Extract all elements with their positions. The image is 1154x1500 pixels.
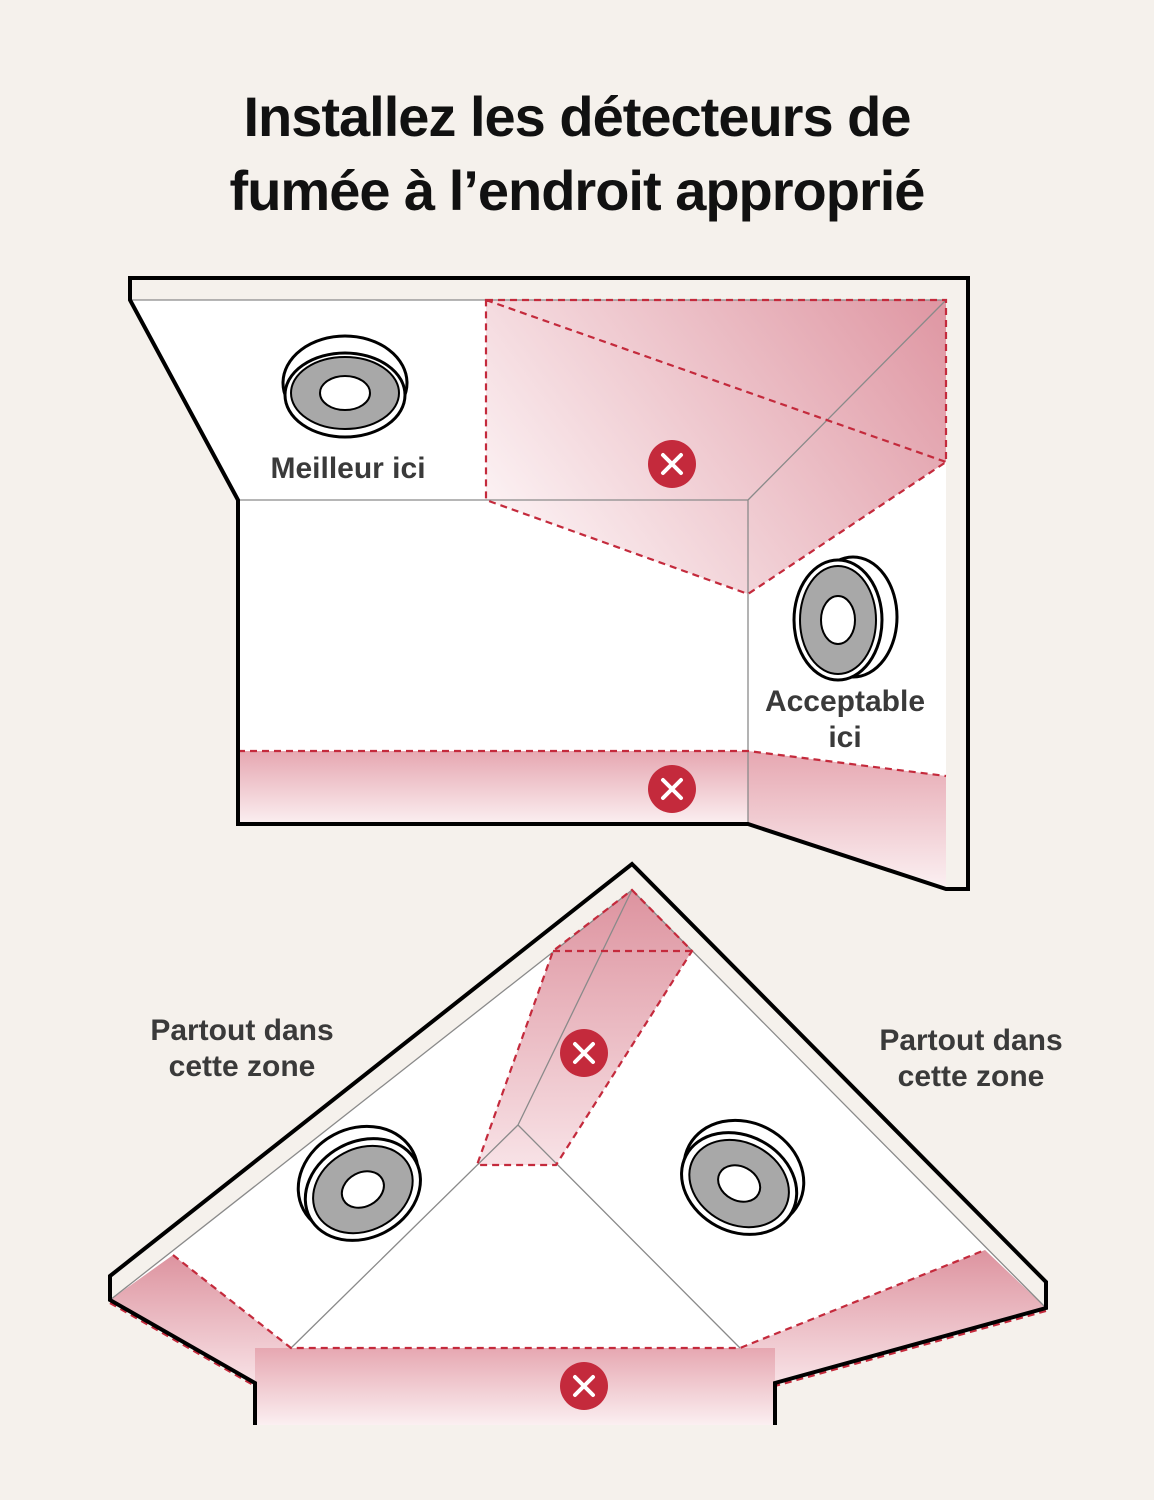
zone-left-label-line-2: cette zone	[169, 1050, 316, 1083]
smoke-detector-icon	[296, 1124, 422, 1242]
title-line-1: Installez les détecteurs de	[243, 85, 911, 148]
zone-left-label-line-1: Partout dans	[150, 1014, 333, 1047]
x-circle-icon	[560, 1362, 608, 1410]
right-eave-zone	[740, 1250, 1046, 1383]
x-circle-icon	[648, 765, 696, 813]
left-eave-zone	[110, 1255, 291, 1383]
wall-ceiling-view: Meilleur ici Acceptable ici	[128, 276, 970, 891]
zone-right-label-line-1: Partout dans	[879, 1024, 1062, 1057]
page-title: Installez les détecteurs de fumée à l’en…	[0, 80, 1154, 228]
title-line-2: fumée à l’endroit approprié	[229, 159, 926, 222]
ceiling-zone-boundary	[484, 298, 948, 596]
acceptable-label-line-1: Acceptable	[765, 685, 925, 718]
ceiling-corner-dead-air-zone	[486, 300, 946, 594]
zone-right-label-line-2: cette zone	[898, 1060, 1045, 1093]
peak-zone	[477, 890, 692, 1165]
side-wall-bottom-zone	[748, 751, 946, 886]
smoke-detector-icon	[680, 1118, 806, 1236]
peaked-ceiling-view: Partout dans cette zone Partout dans cet…	[108, 861, 1063, 1425]
peak-zone-boundary	[475, 888, 694, 1167]
peaked-ceiling-surface	[110, 890, 1046, 1425]
acceptable-label-line-2: ici	[828, 721, 861, 754]
smoke-detector-icon	[792, 555, 899, 682]
outer-frame	[108, 861, 1048, 1425]
bottom-wall-zone	[255, 1348, 775, 1425]
wall-zone-boundary	[238, 749, 947, 778]
outer-frame	[128, 276, 970, 891]
best-here-label: Meilleur ici	[270, 452, 425, 485]
x-circle-icon	[560, 1029, 608, 1077]
eave-zone-boundary	[172, 1248, 986, 1350]
smoke-detector-icon	[281, 334, 409, 439]
x-circle-icon	[648, 440, 696, 488]
